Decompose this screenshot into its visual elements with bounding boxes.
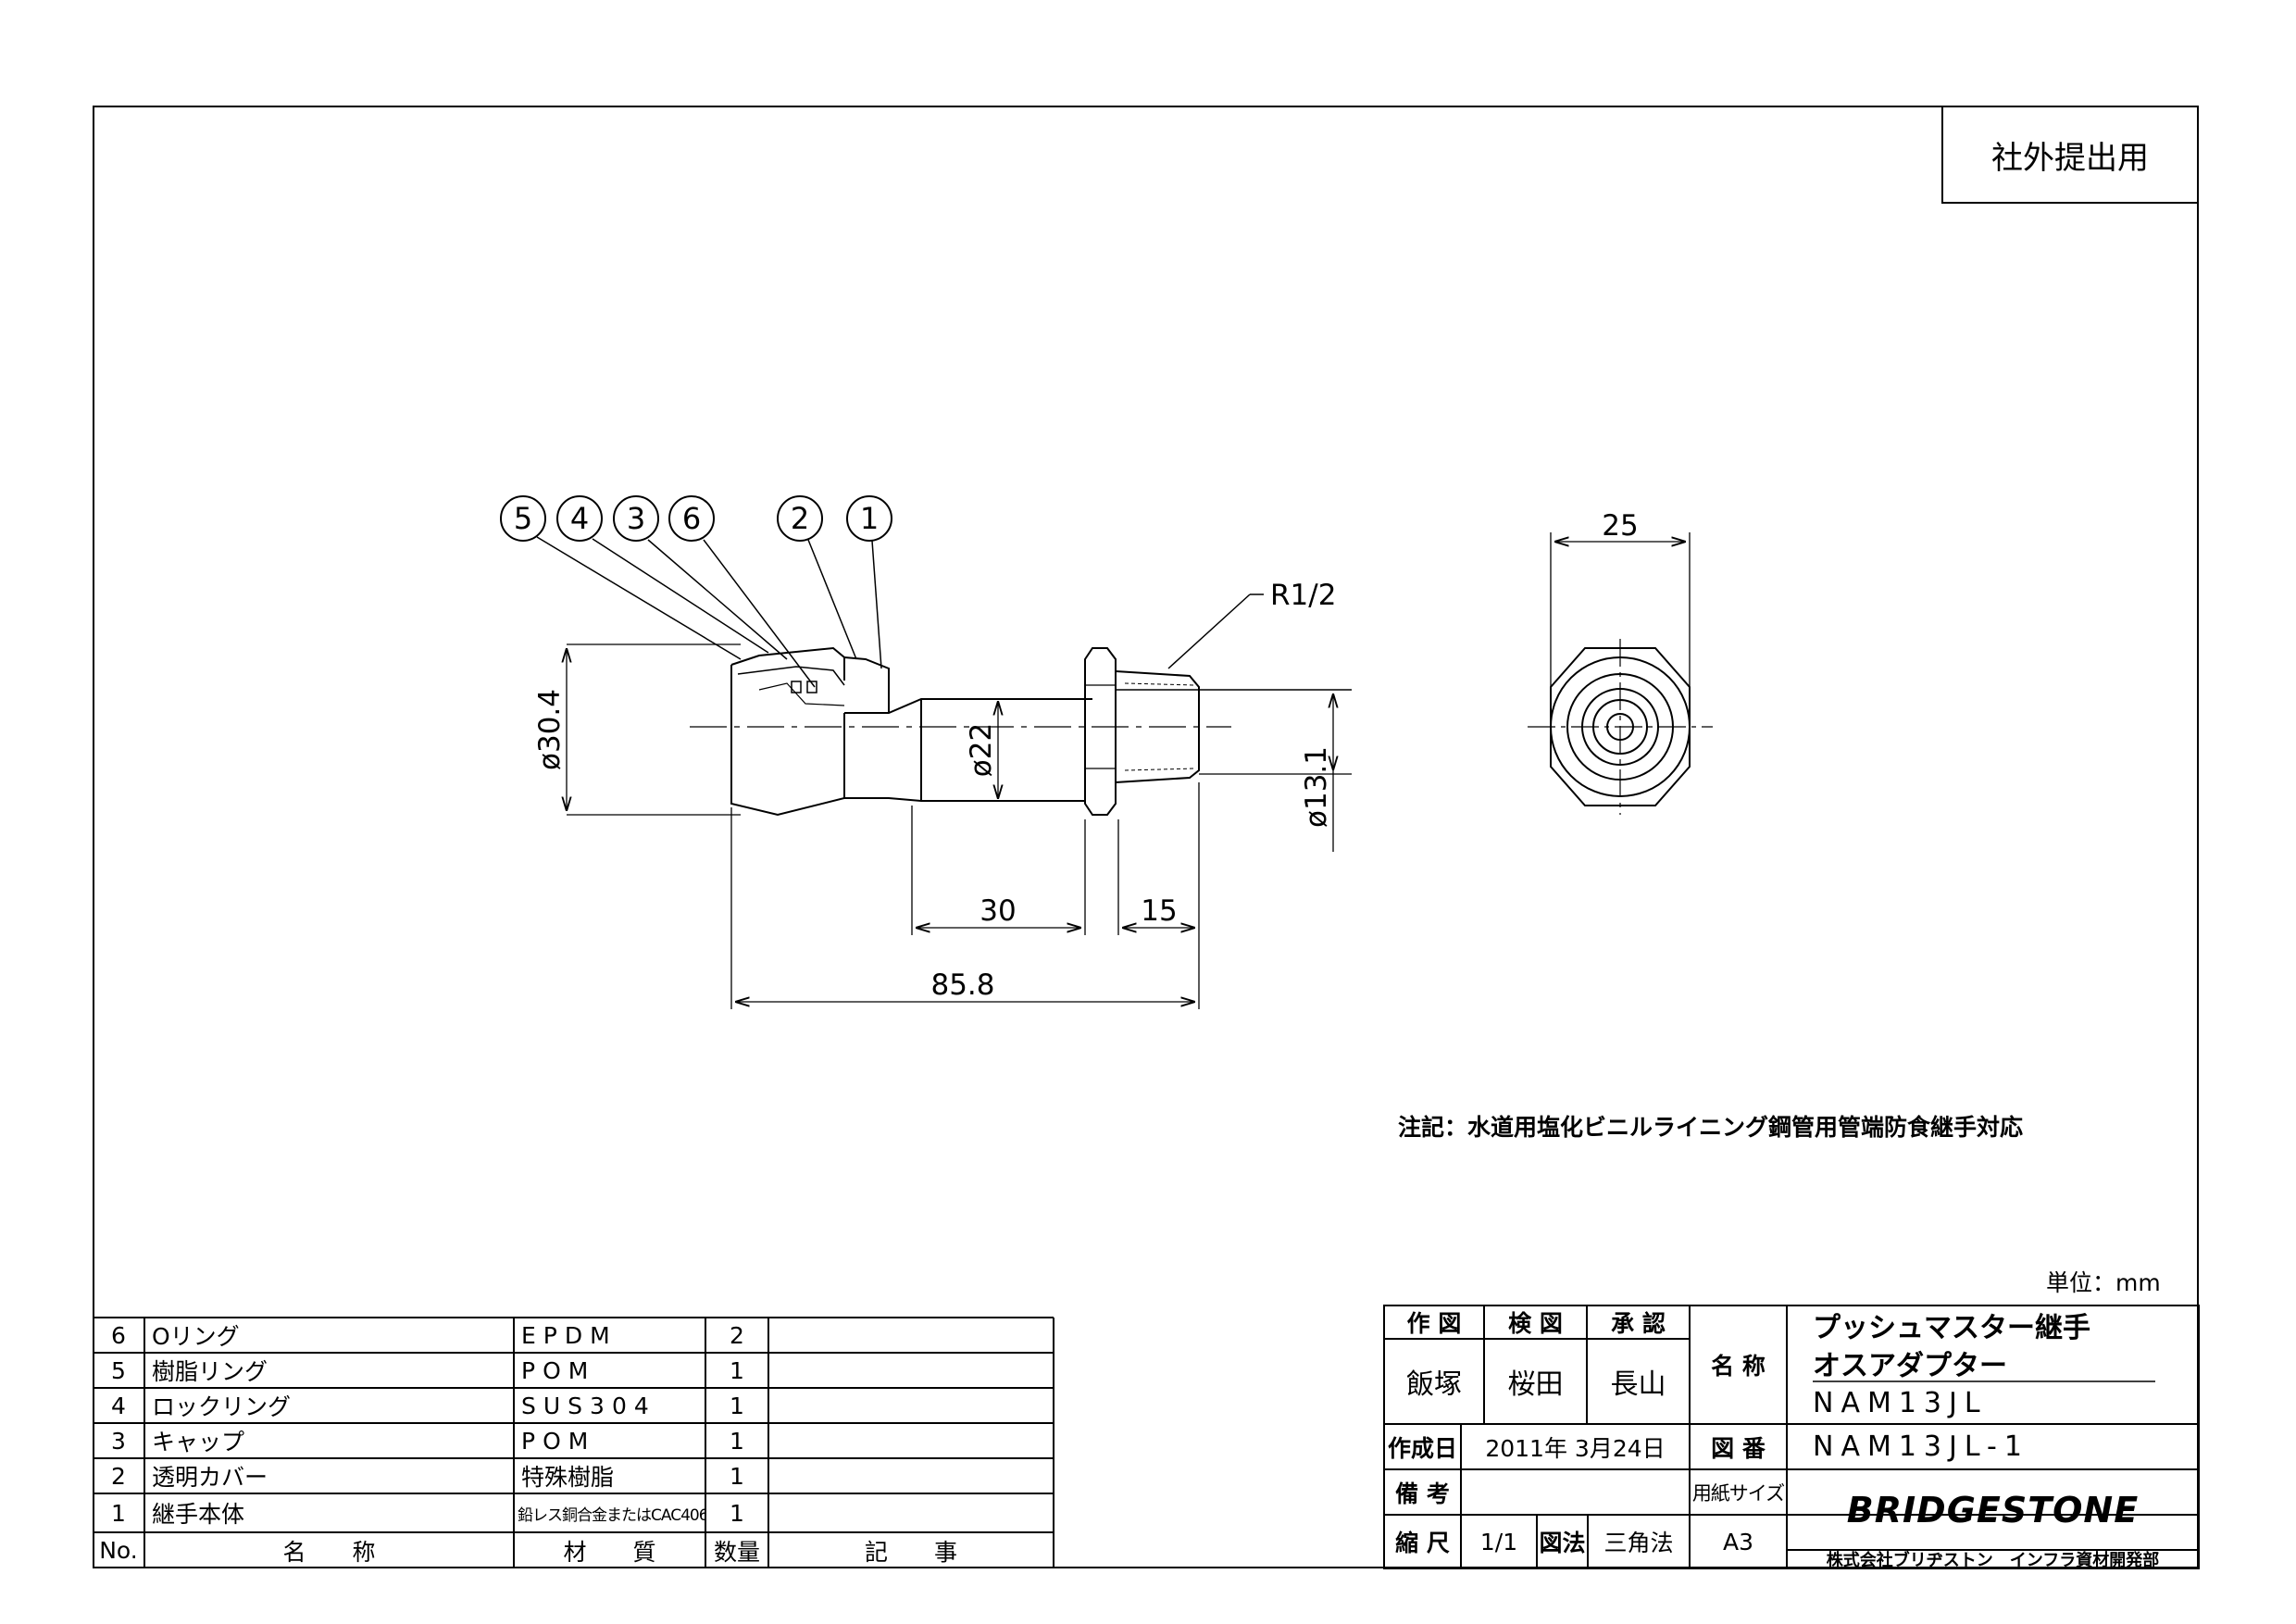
header-no: No. — [99, 1537, 138, 1564]
balloon-6-label: 6 — [682, 501, 701, 536]
balloon-6: 6 — [668, 495, 715, 542]
unit-label: 単位：mm — [2046, 1269, 2161, 1296]
part-material: 鉛レス銅合金またはCAC406C脱鉛処理 — [518, 1505, 705, 1525]
part-name: Oリング — [152, 1323, 240, 1350]
drawing-frame — [93, 106, 2199, 1568]
balloon-1: 1 — [846, 495, 892, 542]
product-name-line-1: プッシュマスター継手 — [1813, 1312, 2090, 1344]
drawn-by: 飯塚 — [1406, 1368, 1462, 1401]
projection-value: 三角法 — [1603, 1530, 1674, 1556]
date-value: 2011年 3月24日 — [1485, 1434, 1666, 1462]
balloon-2-label: 2 — [791, 501, 809, 536]
header-qty: 数量 — [713, 1538, 760, 1566]
hex-nut — [1084, 647, 1117, 816]
part-material: POM — [521, 1356, 596, 1384]
dim-length-15: 15 — [1141, 894, 1177, 928]
part-side-view — [690, 646, 1352, 817]
balloon-2: 2 — [777, 495, 823, 542]
dim-total-length: 85.8 — [930, 968, 994, 1002]
header-remarks: 記 事 — [864, 1538, 957, 1566]
balloon-3-label: 3 — [627, 501, 645, 536]
name-label: 名 称 — [1711, 1353, 1766, 1380]
part-material: POM — [521, 1427, 596, 1455]
drawing-no-label: 図 番 — [1711, 1434, 1766, 1462]
part-name: 継手本体 — [152, 1501, 245, 1528]
part-material: 特殊樹脂 — [521, 1464, 615, 1491]
part-name: キャップ — [152, 1429, 245, 1455]
remarks-label: 備 考 — [1395, 1480, 1450, 1507]
balloon-1-label: 1 — [860, 501, 879, 536]
balloon-5-label: 5 — [514, 501, 532, 536]
checked-label: 検 図 — [1508, 1310, 1563, 1337]
part-qty: 1 — [730, 1392, 744, 1419]
company-name: 株式会社ブリヂストン インフラ資材開発部 — [1826, 1551, 2160, 1568]
balloon-4: 4 — [556, 495, 603, 542]
part-qty: 1 — [730, 1462, 744, 1490]
dim-bore-diameter: ø13.1 — [1300, 746, 1333, 828]
header-name: 名 称 — [282, 1538, 376, 1566]
scale-value: 1/1 — [1479, 1528, 1518, 1555]
male-thread — [1115, 670, 1200, 783]
part-end-view — [1528, 639, 1713, 815]
approved-label: 承 認 — [1611, 1310, 1666, 1337]
part-qty: 1 — [730, 1356, 744, 1384]
product-code: NAM13JL — [1813, 1386, 1988, 1419]
drawn-label: 作 図 — [1406, 1310, 1462, 1337]
hex-outline — [1550, 647, 1691, 806]
dimension-texts: R1/2 25 ø30.4 ø22 ø13.1 30 15 85.8 — [533, 509, 1639, 1002]
part-no: 6 — [111, 1321, 126, 1349]
balloon-leaders — [536, 536, 882, 688]
scale-label: 縮 尺 — [1395, 1530, 1450, 1556]
header-material: 材 質 — [563, 1538, 656, 1566]
balloon-4-label: 4 — [570, 501, 589, 536]
balloon-5: 5 — [500, 495, 546, 542]
checked-by: 桜田 — [1507, 1368, 1564, 1401]
cap-outline — [730, 665, 845, 817]
projection-label: 図法 — [1539, 1530, 1586, 1556]
part-material: SUS304 — [521, 1392, 656, 1419]
approved-by: 長山 — [1610, 1368, 1666, 1401]
part-qty: 1 — [730, 1427, 744, 1455]
part-name: ロックリング — [152, 1393, 292, 1420]
brand-logo: BRIDGESTONE — [1846, 1489, 2140, 1530]
balloon-3: 3 — [613, 495, 659, 542]
thread-callout — [1167, 593, 1264, 669]
part-name: 透明カバー — [152, 1464, 268, 1491]
part-material: EPDM — [521, 1321, 618, 1349]
dim-cap-diameter: ø30.4 — [533, 689, 567, 770]
dim-thread: R1/2 — [1270, 579, 1336, 612]
part-name: 樹脂リング — [152, 1358, 268, 1385]
dim-hex: 25 — [1602, 509, 1638, 543]
part-no: 1 — [111, 1499, 126, 1527]
drawing-no: NAM13JL-1 — [1813, 1430, 2029, 1463]
dimension-lines — [567, 532, 1691, 1009]
part-no: 5 — [111, 1356, 126, 1384]
part-qty: 1 — [730, 1499, 744, 1527]
body-outline — [844, 698, 1092, 714]
product-name-line-2: オスアダプター — [1813, 1350, 2007, 1381]
part-no: 2 — [111, 1462, 126, 1490]
drawing-note: 注記：水道用塩化ビニルライニング鋼管用管端防食継手対応 — [1398, 1114, 2024, 1141]
part-no: 4 — [111, 1392, 126, 1419]
part-no: 3 — [111, 1427, 126, 1455]
external-submission-stamp: 社外提出用 — [1941, 107, 2197, 204]
paper-size-label: 用紙サイズ — [1691, 1481, 1785, 1505]
date-label: 作成日 — [1387, 1434, 1457, 1462]
dim-body-diameter: ø22 — [965, 723, 998, 777]
part-qty: 2 — [730, 1321, 744, 1349]
part-balloons: 5 4 3 6 2 1 — [500, 495, 892, 542]
paper-size-value: A3 — [1722, 1528, 1753, 1555]
dim-length-30: 30 — [980, 894, 1016, 928]
